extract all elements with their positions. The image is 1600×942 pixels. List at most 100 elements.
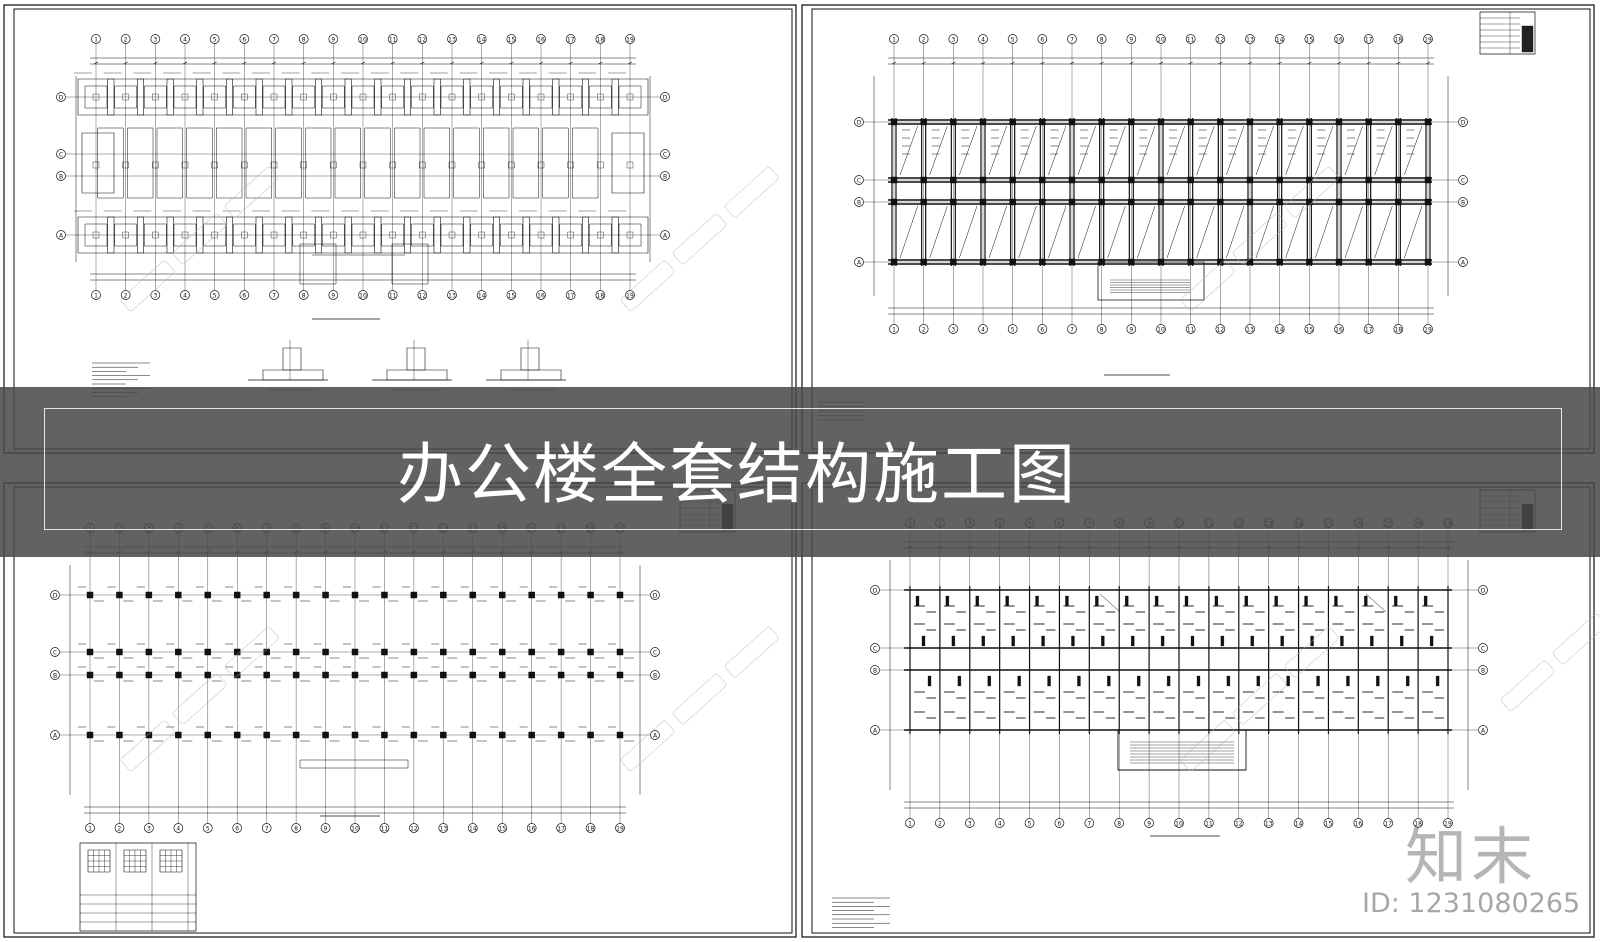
column-stub bbox=[419, 94, 425, 100]
axis-label: 5 bbox=[1011, 326, 1015, 333]
column bbox=[1158, 199, 1164, 205]
column bbox=[1069, 119, 1075, 125]
axis-label: 16 bbox=[537, 292, 545, 299]
column bbox=[1395, 259, 1401, 265]
axis-label: 7 bbox=[265, 825, 269, 832]
footing-outline bbox=[345, 217, 381, 253]
rebar-mark bbox=[922, 636, 925, 646]
axis-label: 6 bbox=[1058, 820, 1062, 827]
axis-bubble bbox=[1216, 35, 1225, 44]
axis-label: 10 bbox=[1175, 820, 1183, 827]
footing-step bbox=[471, 86, 493, 108]
rebar-mark bbox=[1370, 636, 1373, 646]
slab-diagonal bbox=[1197, 206, 1215, 258]
column bbox=[529, 732, 535, 738]
footing-outline bbox=[582, 79, 618, 115]
axis-bubble bbox=[292, 824, 301, 833]
footing-step bbox=[144, 86, 166, 108]
footing-step bbox=[233, 86, 255, 108]
column bbox=[1277, 177, 1283, 183]
axis-label: 7 bbox=[272, 292, 276, 299]
watermark-stamp bbox=[620, 166, 779, 312]
footing-outline bbox=[434, 217, 470, 253]
column bbox=[411, 592, 417, 598]
column bbox=[323, 592, 329, 598]
axis-bubble bbox=[418, 35, 427, 44]
rebar-mark bbox=[1167, 676, 1170, 686]
column-stub bbox=[241, 232, 247, 238]
footing-outline bbox=[167, 217, 203, 253]
column bbox=[1366, 119, 1372, 125]
axis-label: 13 bbox=[440, 825, 448, 832]
axis-bubble bbox=[181, 291, 190, 300]
watermark-text-block bbox=[1232, 213, 1287, 265]
watermark-text-block bbox=[672, 673, 727, 725]
watermark-text-block bbox=[620, 720, 675, 772]
axis-bubble bbox=[855, 176, 864, 185]
sheet-inner-border bbox=[812, 9, 1590, 449]
footing-outline bbox=[612, 79, 648, 115]
axis-bubble bbox=[1294, 819, 1303, 828]
dimension-tick bbox=[1307, 62, 1311, 64]
column bbox=[1188, 119, 1194, 125]
slab-diagonal bbox=[1226, 206, 1244, 258]
axis-label: A bbox=[53, 732, 58, 739]
axis-label: 14 bbox=[469, 825, 477, 832]
watermark-text-block bbox=[120, 260, 175, 312]
column-stub bbox=[627, 232, 633, 238]
footing-step bbox=[619, 86, 641, 108]
column bbox=[617, 672, 623, 678]
slab-diagonal bbox=[1404, 206, 1422, 258]
axis-bubble bbox=[1038, 325, 1047, 334]
axis-label: 8 bbox=[294, 825, 298, 832]
axis-bubble bbox=[57, 150, 66, 159]
footing-step bbox=[382, 86, 404, 108]
axis-bubble bbox=[1364, 325, 1373, 334]
column-stub bbox=[152, 232, 158, 238]
column-stub bbox=[152, 94, 158, 100]
axis-label: 11 bbox=[389, 292, 397, 299]
stair-footing bbox=[300, 244, 336, 284]
axis-label: 2 bbox=[124, 36, 128, 43]
rebar-mark bbox=[1191, 636, 1194, 646]
column bbox=[499, 732, 505, 738]
footing-step bbox=[85, 86, 107, 108]
axis-bubble bbox=[1335, 325, 1344, 334]
axis-label: 4 bbox=[981, 36, 985, 43]
axis-bubble bbox=[1459, 258, 1468, 267]
axis-label: 12 bbox=[1217, 36, 1225, 43]
column-stub bbox=[597, 94, 603, 100]
section-pedestal bbox=[283, 348, 301, 370]
axis-label: D bbox=[1461, 119, 1466, 126]
axis-label: 6 bbox=[1040, 36, 1044, 43]
footing-step bbox=[322, 224, 344, 246]
column-stub bbox=[568, 232, 574, 238]
footing-outline bbox=[553, 217, 589, 253]
watermark-text-block bbox=[724, 166, 779, 218]
grid-plan: 1122334455667788991010111112121313141415… bbox=[818, 35, 1468, 421]
footing-step bbox=[500, 86, 522, 108]
column-stub bbox=[508, 162, 514, 168]
column-stub bbox=[93, 94, 99, 100]
combined-footing bbox=[483, 128, 509, 198]
footing-step bbox=[589, 86, 611, 108]
axis-label: C bbox=[873, 645, 877, 652]
combined-footing bbox=[572, 128, 598, 198]
axis-label: 5 bbox=[206, 825, 210, 832]
axis-bubble bbox=[919, 325, 928, 334]
rebar-mark bbox=[982, 636, 985, 646]
rebar-mark bbox=[1137, 676, 1140, 686]
axis-bubble bbox=[507, 35, 516, 44]
column bbox=[1306, 119, 1312, 125]
axis-label: B bbox=[59, 173, 63, 180]
axis-bubble bbox=[351, 824, 360, 833]
axis-bubble bbox=[1175, 819, 1184, 828]
axis-label: 8 bbox=[302, 36, 306, 43]
slab-diagonal bbox=[930, 126, 948, 175]
combined-footing bbox=[424, 128, 450, 198]
axis-label: 15 bbox=[1306, 36, 1314, 43]
column bbox=[381, 672, 387, 678]
axis-label: 18 bbox=[597, 36, 605, 43]
opening-diagonal bbox=[1366, 594, 1386, 612]
footing-step bbox=[174, 224, 196, 246]
